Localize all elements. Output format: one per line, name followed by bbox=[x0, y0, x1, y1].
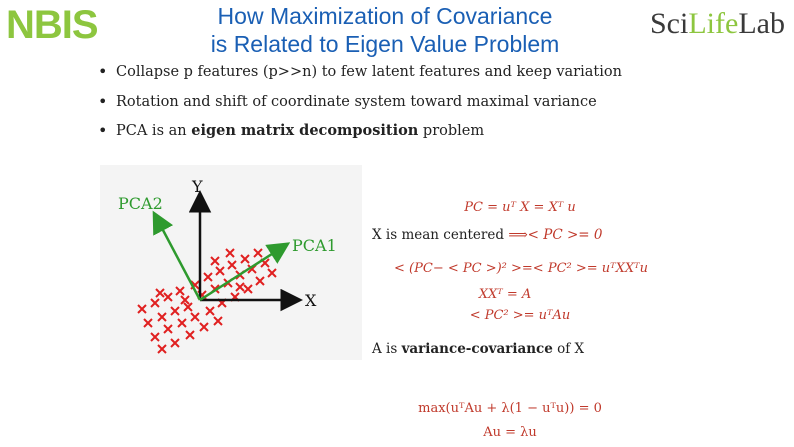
data-point bbox=[157, 312, 167, 322]
variance-covariance-line: A is variance-covariance of X bbox=[372, 341, 584, 357]
data-point bbox=[185, 330, 195, 340]
data-point bbox=[137, 304, 147, 314]
data-point bbox=[175, 286, 185, 296]
bullet-item: PCA is an eigen matrix decomposition pro… bbox=[96, 121, 716, 151]
data-point bbox=[183, 302, 193, 312]
data-point bbox=[170, 306, 180, 316]
title-line-2: is Related to Eigen Value Problem bbox=[210, 31, 560, 57]
data-point bbox=[163, 324, 173, 334]
scilifelab-logo-text-b: Life bbox=[688, 7, 739, 40]
data-point bbox=[213, 316, 223, 326]
data-point bbox=[253, 248, 263, 258]
data-point bbox=[215, 266, 225, 276]
pca2-axis bbox=[152, 210, 202, 301]
y-axis-label: Y bbox=[191, 177, 203, 196]
equation-xxt: XXᵀ = A bbox=[478, 287, 532, 302]
equation-max: max(uᵀAu + λ(1 − uᵀu)) = 0 bbox=[418, 401, 602, 416]
pca-figure: Y X PCA1 PCA2 bbox=[100, 165, 362, 360]
scilifelab-logo-text-a: Sci bbox=[650, 7, 689, 40]
pca1-axis bbox=[199, 242, 291, 302]
data-point bbox=[267, 268, 277, 278]
bullet-text: Rotation and shift of coordinate system … bbox=[116, 93, 597, 110]
data-point bbox=[205, 306, 215, 316]
data-point bbox=[163, 292, 173, 302]
data-point bbox=[240, 254, 250, 264]
data-point bbox=[235, 282, 245, 292]
a-is-bold: variance-covariance bbox=[401, 341, 553, 357]
bullet-text-post: problem bbox=[418, 123, 485, 139]
mean-centered-implication: ⟹< PC >= 0 bbox=[508, 227, 603, 243]
pca-diagram: Y X PCA1 PCA2 bbox=[118, 177, 337, 354]
bullet-item: Collapse p features (p>>n) to few latent… bbox=[96, 62, 716, 92]
mean-centered-text: X is mean centered bbox=[372, 227, 505, 243]
bullet-text-pre: PCA is an bbox=[116, 123, 192, 139]
data-point bbox=[177, 318, 187, 328]
a-is-post: of X bbox=[552, 341, 585, 357]
equation-pc2: < PC² >= uᵀAu bbox=[469, 308, 571, 323]
data-point bbox=[243, 284, 253, 294]
slide-title: How Maximization of Covariance is Relate… bbox=[150, 2, 620, 58]
data-point bbox=[227, 260, 237, 270]
a-is-pre: A is bbox=[372, 341, 402, 357]
data-point bbox=[150, 332, 160, 342]
data-point bbox=[199, 322, 209, 332]
bullet-text-bold: eigen matrix decomposition bbox=[191, 122, 419, 139]
scilifelab-logo-text-c: Lab bbox=[738, 7, 785, 40]
equation-eigen: Au = λu bbox=[483, 425, 537, 440]
pca2-label: PCA2 bbox=[118, 194, 163, 213]
nbis-logo-text: NBIS bbox=[6, 3, 99, 47]
equation-variance: < (PC− < PC >)² >=< PC² >= uᵀXXᵀu bbox=[394, 261, 648, 276]
data-point bbox=[225, 248, 235, 258]
title-line-1: How Maximization of Covariance bbox=[217, 3, 553, 29]
x-axis-label: X bbox=[305, 291, 317, 310]
data-point bbox=[190, 312, 200, 322]
data-point bbox=[143, 318, 153, 328]
data-point bbox=[180, 295, 190, 305]
mean-centered-line: X is mean centered ⟹< PC >= 0 bbox=[372, 227, 602, 243]
scilifelab-logo: SciLifeLab bbox=[650, 4, 794, 52]
data-point bbox=[157, 344, 167, 354]
bullet-text: Collapse p features (p>>n) to few latent… bbox=[116, 64, 622, 80]
data-point bbox=[255, 276, 265, 286]
data-point bbox=[155, 288, 165, 298]
bullet-item: Rotation and shift of coordinate system … bbox=[96, 92, 716, 122]
pca1-label: PCA1 bbox=[292, 236, 337, 255]
equation-pc: PC = uᵀ X = Xᵀ u bbox=[464, 200, 576, 215]
data-point bbox=[210, 256, 220, 266]
data-point bbox=[170, 338, 180, 348]
bullet-list: Collapse p features (p>>n) to few latent… bbox=[96, 62, 716, 151]
nbis-logo: NBIS bbox=[6, 4, 110, 46]
data-point bbox=[203, 272, 213, 282]
data-point bbox=[150, 298, 160, 308]
